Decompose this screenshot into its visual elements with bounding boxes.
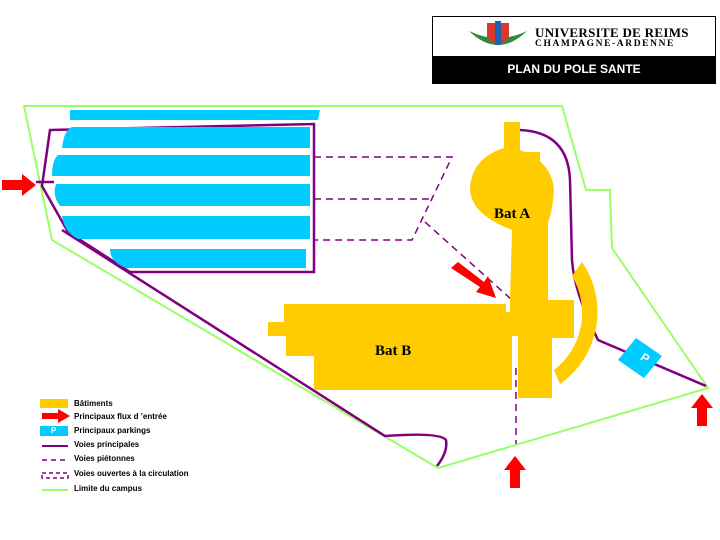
parking-row-5	[62, 216, 310, 239]
legend-label-parkings: Principaux parkings	[74, 426, 151, 435]
campus-boundary	[22, 105, 710, 470]
map-title: PLAN DU POLE SANTE	[433, 56, 715, 83]
parking-row-1	[70, 110, 320, 120]
legend-symbols	[40, 399, 70, 491]
building-label-bat-a: Bat A	[494, 206, 531, 222]
entry-arrows	[2, 174, 713, 488]
parking-row-2	[62, 127, 310, 148]
road-southwest	[61, 228, 448, 467]
legend-item-flux: Principaux flux d ’entrée	[38, 411, 258, 425]
parking-lots	[52, 110, 662, 378]
path-north	[314, 156, 454, 241]
legend-label-flux: Principaux flux d ’entrée	[74, 412, 167, 421]
path-diagonal	[424, 221, 513, 301]
parking-row-6	[110, 249, 306, 268]
legend-label-voies-principales: Voies principales	[74, 440, 140, 449]
legend-label-limite: Limite du campus	[74, 484, 143, 493]
building-label-bat-b: Bat B	[375, 343, 412, 359]
legend-item-voies-ouvertes: Voies ouvertes à la circulation	[38, 468, 258, 482]
bat-a-shape	[470, 122, 574, 398]
legend-item-batiments: Bâtiments	[38, 398, 258, 412]
bat-b-shape	[268, 304, 512, 390]
arrow-south	[504, 456, 526, 488]
legend-label-voies-ouvertes: Voies ouvertes à la circulation	[74, 469, 189, 478]
buildings	[268, 122, 598, 398]
parking-row-3	[52, 155, 310, 176]
university-logo-row: UNIVERSITE DE REIMS CHAMPAGNE-ARDENNE	[433, 17, 715, 58]
arrow-west	[2, 174, 36, 196]
university-name: UNIVERSITE DE REIMS	[535, 25, 689, 40]
arrow-diagonal	[451, 262, 496, 298]
legend-parking-symbol: P	[51, 426, 57, 435]
parking-east	[618, 338, 662, 378]
bat-a-annex	[520, 152, 540, 162]
legend-item-voies-principales: Voies principales	[38, 439, 258, 453]
legend-label-voies-pietonnes: Voies piétonnes	[74, 454, 135, 463]
university-logo-icon	[469, 21, 527, 45]
legend-item-parkings: P Principaux parkings	[38, 425, 258, 439]
university-region: CHAMPAGNE-ARDENNE	[535, 39, 675, 49]
pedestrian-paths	[314, 156, 517, 444]
header-panel: UNIVERSITE DE REIMS CHAMPAGNE-ARDENNE PL…	[432, 16, 716, 84]
arrow-east	[691, 394, 713, 426]
parking-row-4	[54, 184, 310, 206]
bat-a-arc	[554, 262, 598, 384]
legend-item-voies-pietonnes: Voies piétonnes	[38, 453, 258, 467]
legend-label-batiments: Bâtiments	[74, 399, 113, 408]
legend-item-limite: Limite du campus	[38, 483, 258, 497]
